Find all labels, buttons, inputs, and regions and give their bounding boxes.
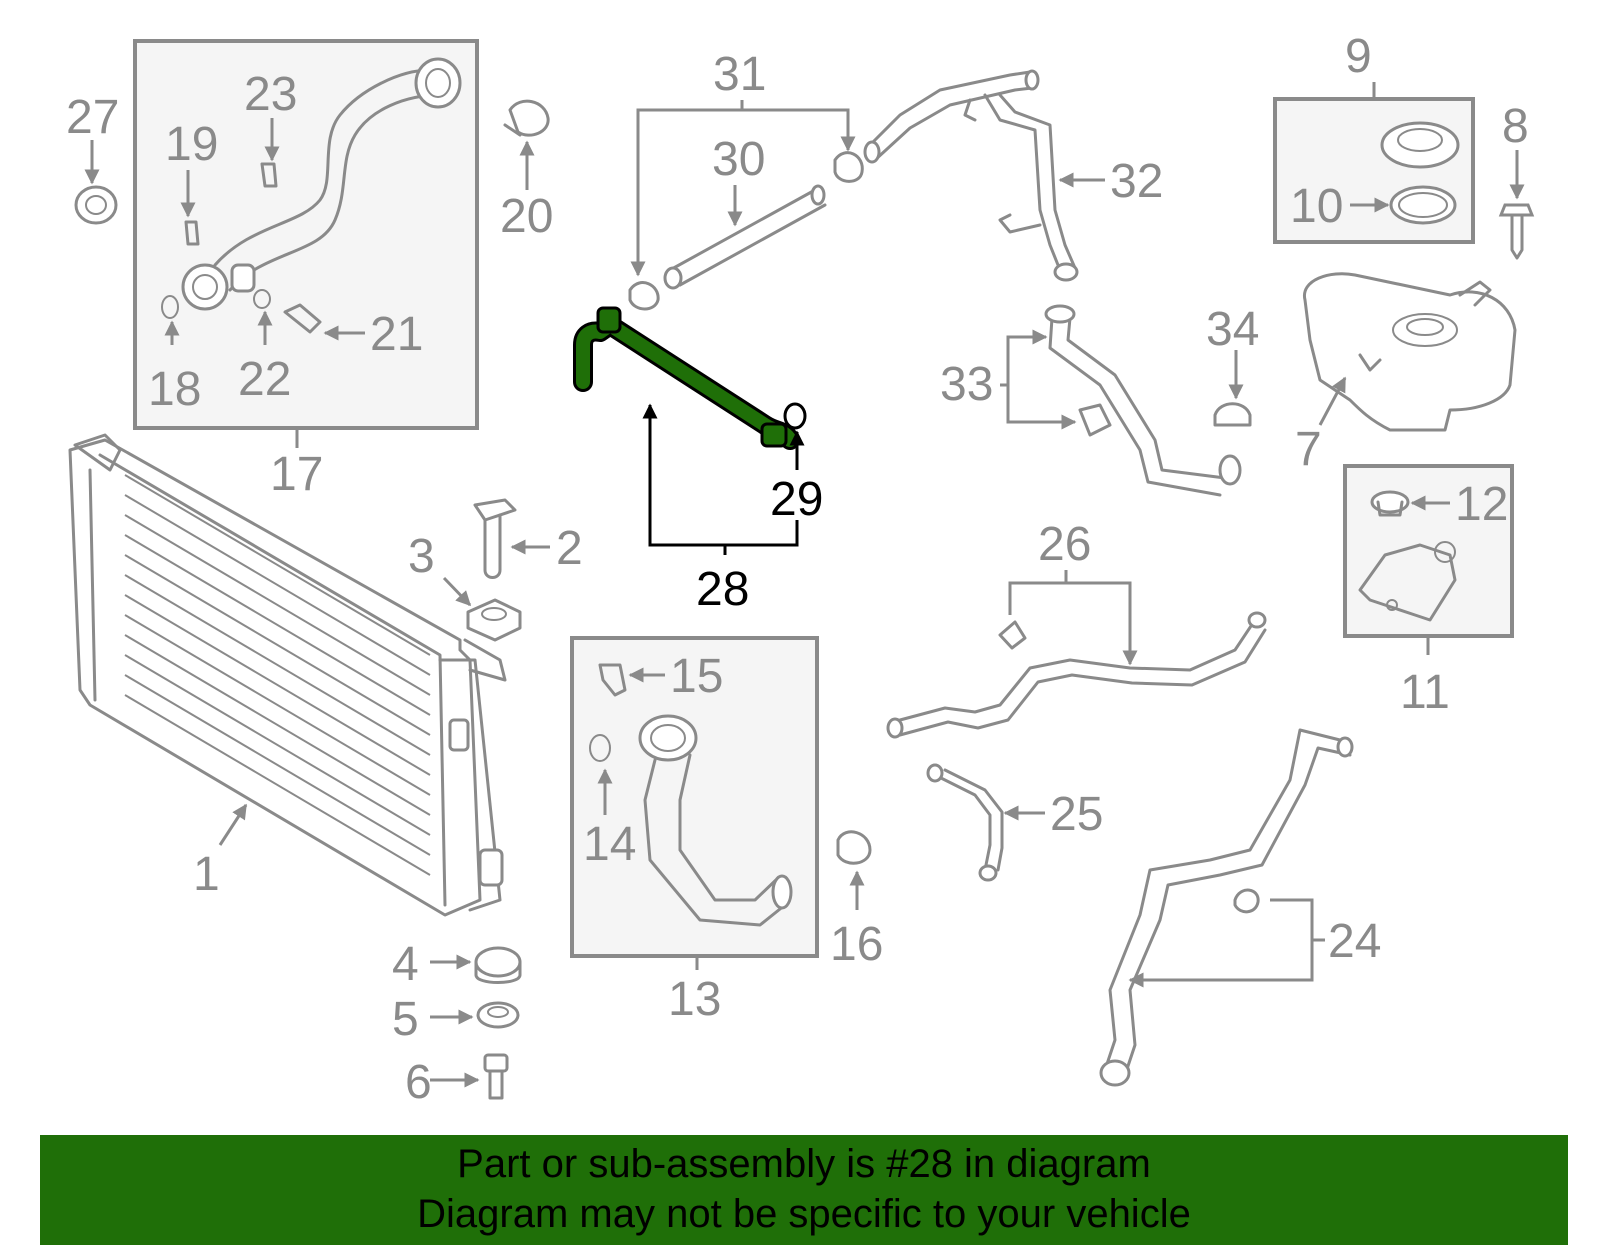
callout-label-30: 30 bbox=[712, 133, 765, 186]
part-33: 33 bbox=[940, 304, 1242, 497]
callout-label-1: 1 bbox=[193, 848, 220, 901]
part-32: 32 bbox=[863, 69, 1163, 282]
callout-label-26: 26 bbox=[1038, 518, 1091, 571]
callout-17: 17 bbox=[270, 428, 323, 501]
callout-label-19: 19 bbox=[165, 118, 218, 171]
group-box-17 bbox=[133, 39, 479, 430]
info-banner: Part or sub-assembly is #28 in diagram D… bbox=[40, 1135, 1568, 1245]
part-2: 2 bbox=[473, 498, 583, 579]
callout-label-24: 24 bbox=[1328, 915, 1381, 968]
callout-21: 21 bbox=[323, 308, 423, 361]
part-16: 16 bbox=[830, 830, 883, 971]
part-20: 20 bbox=[500, 99, 553, 243]
callout-label-14: 14 bbox=[583, 818, 636, 871]
part-5: 5 bbox=[392, 993, 520, 1046]
part-4: 4 bbox=[392, 938, 522, 991]
part-31-clamps: 31 bbox=[628, 48, 864, 311]
callout-label-8: 8 bbox=[1502, 100, 1529, 153]
callout-label-12: 12 bbox=[1455, 478, 1508, 531]
callout-label-9: 9 bbox=[1345, 30, 1372, 83]
callout-label-18: 18 bbox=[148, 363, 201, 416]
callout-19: 19 bbox=[165, 118, 218, 218]
part-6: 6 bbox=[405, 1053, 509, 1109]
callout-label-10: 10 bbox=[1290, 180, 1343, 233]
callout-1: 1 bbox=[193, 803, 248, 901]
radiator bbox=[68, 433, 507, 917]
callout-label-13: 13 bbox=[668, 973, 721, 1026]
callout-label-31: 31 bbox=[713, 48, 766, 101]
banner-line-1: Part or sub-assembly is #28 in diagram bbox=[457, 1142, 1151, 1186]
callout-label-32: 32 bbox=[1110, 155, 1163, 208]
callout-label-21: 21 bbox=[370, 308, 423, 361]
callout-label-29: 29 bbox=[770, 473, 823, 526]
group-box-13: 15 14 13 bbox=[570, 636, 819, 1026]
callout-label-27: 27 bbox=[66, 91, 119, 144]
group-box-9: 10 9 bbox=[1273, 30, 1475, 244]
part-34: 34 bbox=[1206, 303, 1259, 427]
callout-label-25: 25 bbox=[1050, 788, 1103, 841]
callout-label-22: 22 bbox=[238, 353, 291, 406]
callout-label-20: 20 bbox=[500, 190, 553, 243]
part-24: 24 bbox=[1099, 728, 1381, 1087]
part-3: 3 bbox=[408, 530, 522, 642]
part-29-o-ring: 29 bbox=[770, 402, 823, 526]
part-8: 8 bbox=[1498, 100, 1535, 260]
group-box-11: 12 11 bbox=[1343, 464, 1514, 719]
callout-label-15: 15 bbox=[670, 650, 723, 703]
callout-label-3: 3 bbox=[408, 530, 435, 583]
part-26: 26 bbox=[886, 518, 1267, 739]
part-25: 25 bbox=[926, 763, 1103, 882]
callout-22: 22 bbox=[238, 310, 291, 406]
part-27: 27 bbox=[66, 91, 119, 225]
callout-label-34: 34 bbox=[1206, 303, 1259, 356]
callout-18: 18 bbox=[148, 320, 201, 416]
callout-label-4: 4 bbox=[392, 938, 419, 991]
callout-label-5: 5 bbox=[392, 993, 419, 1046]
callout-label-33: 33 bbox=[940, 358, 993, 411]
callout-label-11: 11 bbox=[1400, 666, 1450, 719]
callout-23: 23 bbox=[244, 68, 297, 162]
callout-label-16: 16 bbox=[830, 918, 883, 971]
part-28-coolant-pipe bbox=[573, 306, 800, 450]
callout-label-7: 7 bbox=[1295, 423, 1322, 476]
banner-line-2: Diagram may not be specific to your vehi… bbox=[417, 1192, 1191, 1236]
part-30: 30 bbox=[663, 133, 827, 290]
callout-label-6: 6 bbox=[405, 1056, 432, 1109]
callout-28: 28 bbox=[642, 403, 799, 616]
callout-label-2: 2 bbox=[556, 522, 583, 575]
callout-label-28: 28 bbox=[696, 563, 749, 616]
part-7-reservoir: 7 bbox=[1295, 272, 1517, 476]
callout-label-17: 17 bbox=[270, 448, 323, 501]
callout-label-23: 23 bbox=[244, 68, 297, 121]
